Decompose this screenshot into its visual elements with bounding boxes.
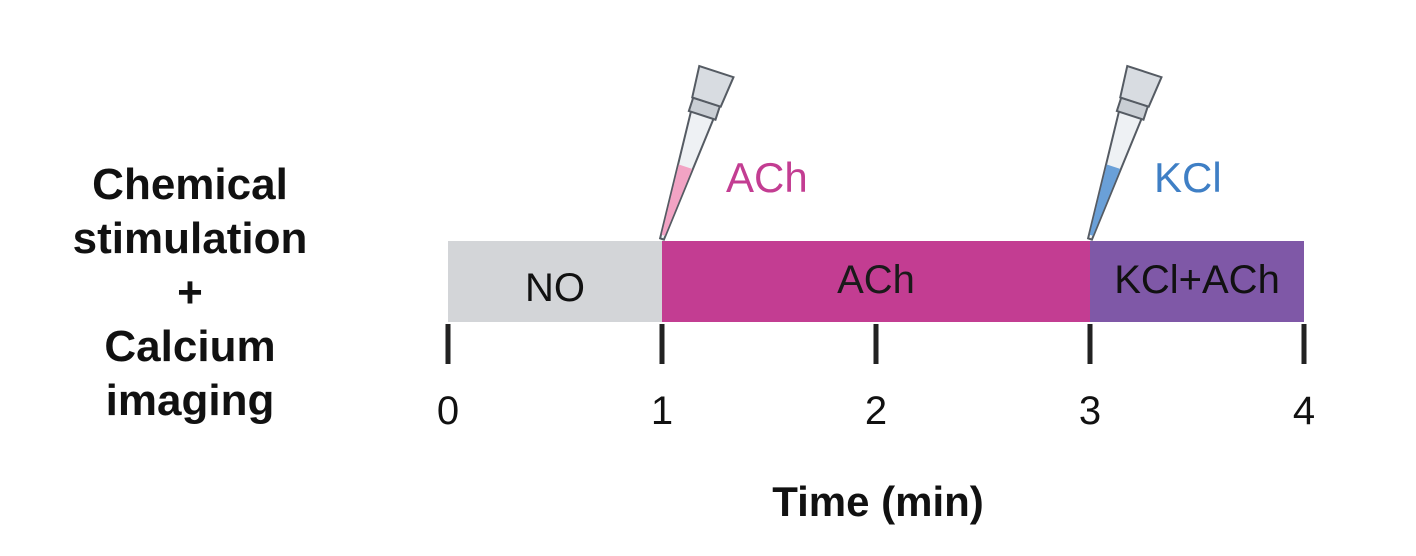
tick-label: 3	[1079, 389, 1101, 433]
segment-label: KCl+ACh	[1114, 258, 1280, 302]
time-axis: 0 1 2 3 4	[437, 324, 1315, 433]
side-label-line: Chemical	[92, 160, 288, 209]
pipette-label: KCl	[1154, 154, 1222, 201]
tick-label: 4	[1293, 389, 1315, 433]
side-label-line: +	[177, 268, 203, 317]
side-label-line: Calcium	[104, 322, 276, 371]
pipette-icon	[658, 64, 735, 241]
timeline-bar: NO ACh KCl+ACh	[448, 241, 1304, 322]
side-label-line: stimulation	[72, 214, 308, 263]
timeline-segment	[662, 241, 1090, 322]
tick-label: 1	[651, 389, 673, 433]
pipette-icon	[1086, 64, 1163, 241]
side-label: Chemical stimulation + Calcium imaging	[50, 158, 330, 428]
side-label-line: imaging	[105, 376, 275, 425]
pipette-group: ACh KCl	[658, 64, 1222, 241]
pipette-label: ACh	[726, 154, 808, 201]
timeline-segment	[1090, 241, 1304, 322]
axis-label: Time (min)	[772, 478, 984, 525]
segment-label: ACh	[837, 258, 915, 302]
timeline-segment	[448, 241, 662, 322]
tick-label: 2	[865, 389, 887, 433]
segment-label: NO	[525, 266, 585, 310]
tick-label: 0	[437, 389, 459, 433]
